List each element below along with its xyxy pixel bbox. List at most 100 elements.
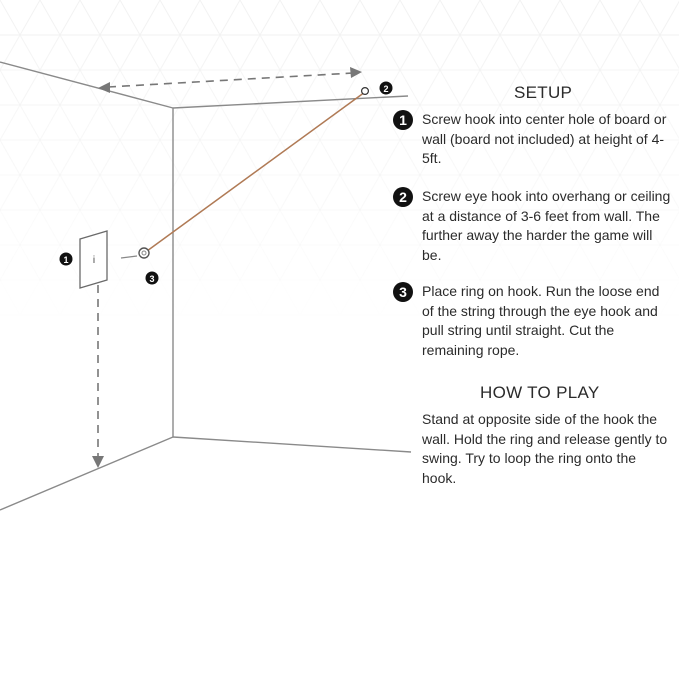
setup-heading: SETUP	[514, 83, 573, 102]
step-text-3: Place ring on hook. Run the loose end of…	[422, 283, 660, 358]
svg-text:1: 1	[63, 255, 68, 265]
pattern-triangle	[199, 173, 241, 211]
board-hook-icon: i	[93, 255, 95, 266]
pattern-triangle	[519, 33, 561, 71]
pattern-triangle	[219, 68, 261, 106]
pattern-triangle	[59, 138, 101, 176]
pattern-triangle	[319, 103, 361, 141]
pattern-triangle	[239, 243, 281, 281]
pattern-triangle	[299, 278, 341, 316]
pattern-triangle	[159, 173, 201, 211]
pattern-triangle	[179, 278, 221, 316]
pattern-triangle	[199, 243, 241, 281]
setup-step-3: 3 Place ring on hook. Run the loose end …	[393, 282, 673, 360]
how-to-play-text: Stand at opposite side of the hook the w…	[422, 411, 668, 486]
pattern-triangle	[619, 68, 661, 106]
pattern-triangle	[39, 243, 81, 281]
pattern-triangle	[139, 0, 181, 36]
pattern-triangle	[459, 138, 501, 176]
pattern-triangle	[499, 138, 541, 176]
pattern-triangle	[599, 103, 641, 141]
setup-step-1: 1 Screw hook into center hole of board o…	[393, 110, 673, 169]
string	[146, 91, 366, 252]
pattern-triangle	[459, 208, 501, 246]
pattern-triangle	[459, 278, 501, 316]
pattern-triangle	[19, 278, 61, 316]
board: i	[79, 230, 108, 289]
pattern-triangle	[659, 70, 679, 106]
pattern-triangle	[659, 0, 679, 36]
pattern-triangle	[179, 0, 221, 36]
svg-text:3: 3	[149, 274, 154, 284]
pattern-triangle	[19, 0, 61, 36]
pattern-triangle	[379, 208, 421, 246]
pattern-triangle	[359, 243, 401, 281]
pattern-triangle	[159, 103, 201, 141]
pattern-triangle	[339, 208, 381, 246]
pattern-triangle	[559, 33, 601, 71]
pattern-triangle	[619, 278, 661, 316]
pattern-triangle	[539, 0, 581, 36]
pattern-triangle	[299, 208, 341, 246]
step-text-2: Screw eye hook into overhang or ceiling …	[422, 188, 671, 263]
pattern-triangle	[79, 103, 121, 141]
pattern-triangle	[0, 208, 21, 246]
pattern-triangle	[0, 138, 21, 176]
pattern-triangle	[379, 0, 421, 36]
pattern-triangle	[559, 103, 601, 141]
pattern-triangle	[539, 138, 581, 176]
pattern-triangle	[259, 208, 301, 246]
pattern-triangle	[579, 278, 621, 316]
pattern-triangle	[259, 68, 301, 106]
pattern-triangle	[159, 33, 201, 71]
pattern-triangle	[199, 33, 241, 71]
pattern-triangle	[579, 68, 621, 106]
distance-arrow-vertical	[92, 285, 104, 468]
pattern-triangle	[19, 138, 61, 176]
pattern-triangle	[179, 138, 221, 176]
pattern-triangle	[639, 33, 679, 71]
pattern-triangle	[219, 278, 261, 316]
ceiling-right-edge	[172, 95, 409, 109]
pattern-triangle	[19, 208, 61, 246]
pattern-triangle	[279, 243, 321, 281]
pattern-triangle	[219, 0, 261, 36]
pattern-triangle	[419, 0, 461, 36]
eye-hook	[361, 86, 370, 95]
pattern-triangle	[399, 243, 441, 281]
pattern-triangle	[139, 278, 181, 316]
pattern-triangle	[0, 68, 21, 106]
pattern-triangle	[579, 0, 621, 36]
pattern-triangle	[479, 33, 521, 71]
pattern-triangle	[599, 173, 641, 211]
pattern-triangle	[639, 243, 679, 281]
pattern-triangle	[519, 103, 561, 141]
pattern-triangle	[59, 0, 101, 36]
step-text-1: Screw hook into center hole of board or …	[422, 111, 667, 166]
wall-hook	[120, 255, 138, 259]
marker-board: 1	[59, 252, 73, 266]
pattern-triangle	[539, 278, 581, 316]
pattern-triangle	[59, 68, 101, 106]
pattern-triangle	[119, 33, 161, 71]
pattern-triangle	[99, 278, 141, 316]
pattern-triangle	[0, 243, 41, 281]
pattern-triangle	[439, 103, 481, 141]
pattern-triangle	[419, 208, 461, 246]
pattern-triangle	[439, 243, 481, 281]
pattern-triangle	[39, 173, 81, 211]
pattern-triangle	[0, 278, 21, 316]
distance-arrow-horizontal	[98, 67, 362, 93]
pattern-triangle	[499, 68, 541, 106]
pattern-triangle	[0, 173, 41, 211]
pattern-triangle	[219, 138, 261, 176]
pattern-triangle	[619, 0, 661, 36]
pattern-triangle	[159, 243, 201, 281]
pattern-triangle	[599, 243, 641, 281]
pattern-triangle	[499, 208, 541, 246]
pattern-triangle	[559, 173, 601, 211]
step-number-2: 2	[393, 187, 413, 207]
pattern-triangle	[339, 0, 381, 36]
pattern-triangle	[619, 138, 661, 176]
